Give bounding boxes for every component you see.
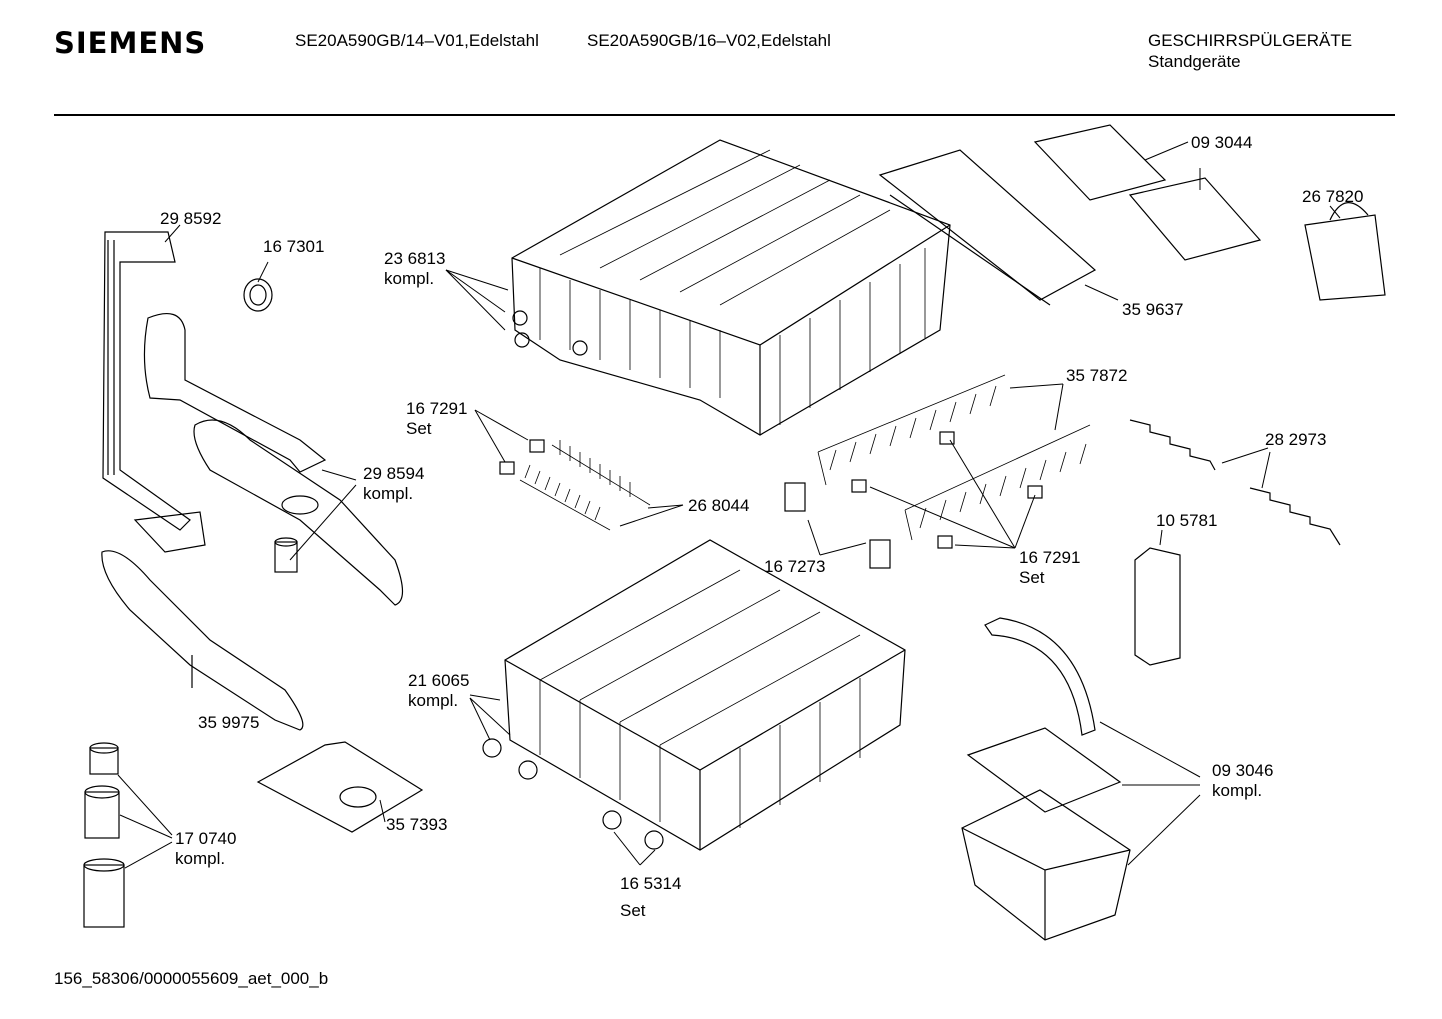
tine-rack-part xyxy=(519,440,651,531)
water-pipe-part xyxy=(102,231,206,553)
part-167291b-number: 16 7291 xyxy=(1019,548,1081,567)
part-093046: 09 3046 kompl. xyxy=(1212,761,1273,801)
cutlery-holder-part xyxy=(1134,547,1181,666)
part-167291-set-b: 16 7291 Set xyxy=(1019,548,1080,588)
upper-basket-part xyxy=(511,139,951,436)
category-block: GESCHIRRSPÜLGERÄTE Standgeräte xyxy=(1148,30,1352,72)
cutlery-basket-part xyxy=(961,617,1131,941)
part-165314: 16 5314 Set xyxy=(620,870,681,924)
category-title: GESCHIRRSPÜLGERÄTE xyxy=(1148,31,1353,50)
part-093044: 09 3044 xyxy=(1191,133,1253,152)
part-216065: 21 6065 kompl. xyxy=(408,671,469,711)
part-236813-number: 23 6813 xyxy=(384,249,446,268)
nozzle-part xyxy=(274,537,298,573)
part-170740-number: 17 0740 xyxy=(175,829,237,848)
part-267820: 26 7820 xyxy=(1302,187,1364,206)
part-298594-number: 29 8594 xyxy=(363,464,425,483)
lower-basket-part xyxy=(504,539,906,851)
part-298594: 29 8594 kompl. xyxy=(363,464,424,504)
part-165314-number: 16 5314 xyxy=(620,874,682,893)
leader-lines xyxy=(117,141,1341,869)
step-rack-part xyxy=(1129,419,1341,546)
part-167291a-number: 16 7291 xyxy=(406,399,468,418)
part-167273: 16 7273 xyxy=(764,557,826,576)
part-357872: 35 7872 xyxy=(1066,366,1128,385)
long-tine-rows-part xyxy=(817,374,1091,541)
category-subtitle: Standgeräte xyxy=(1148,52,1241,71)
siemens-logo: SIEMENS xyxy=(54,26,207,60)
lower-spray-arm-part xyxy=(101,550,304,731)
part-236813: 23 6813 kompl. xyxy=(384,249,445,289)
part-298594-note: kompl. xyxy=(363,484,414,503)
part-216065-number: 21 6065 xyxy=(408,671,470,690)
part-093046-number: 09 3046 xyxy=(1212,761,1274,780)
part-170740: 17 0740 kompl. xyxy=(175,829,236,869)
part-236813-note: kompl. xyxy=(384,269,435,288)
part-167301: 16 7301 xyxy=(263,237,325,256)
basket-rollers-part xyxy=(482,738,664,850)
model-label-2: SE20A590GB/16–V02,Edelstahl xyxy=(587,31,831,50)
part-282973: 28 2973 xyxy=(1265,430,1327,449)
cutlery-grid-part xyxy=(1033,124,1262,261)
part-359975: 35 9975 xyxy=(198,713,260,732)
part-268044: 26 8044 xyxy=(688,496,750,515)
drawing-code: 156_58306/0000055609_aet_000_b xyxy=(54,969,329,988)
part-298592: 29 8592 xyxy=(160,209,222,228)
holder-parts xyxy=(784,482,891,569)
upper-spray-arm-part xyxy=(143,312,404,606)
filter-set-part xyxy=(83,742,125,928)
part-170740-note: kompl. xyxy=(175,849,226,868)
model-label-1: SE20A590GB/14–V01,Edelstahl xyxy=(295,31,539,50)
part-357393: 35 7393 xyxy=(386,815,448,834)
part-093046-note: kompl. xyxy=(1212,781,1263,800)
sieve-plate-part xyxy=(256,741,424,833)
cup-rack-part xyxy=(878,149,1097,306)
part-167291a-note: Set xyxy=(406,419,432,438)
part-167291b-note: Set xyxy=(1019,568,1045,587)
small-basket-part xyxy=(1304,202,1386,301)
part-359637: 35 9637 xyxy=(1122,300,1184,319)
cap-part xyxy=(243,278,273,312)
part-105781: 10 5781 xyxy=(1156,511,1218,530)
part-165314-note: Set xyxy=(620,901,646,920)
part-216065-note: kompl. xyxy=(408,691,459,710)
header-rule xyxy=(54,114,1395,116)
part-167291-set-a: 16 7291 Set xyxy=(406,399,467,439)
clip-parts xyxy=(499,431,1043,549)
